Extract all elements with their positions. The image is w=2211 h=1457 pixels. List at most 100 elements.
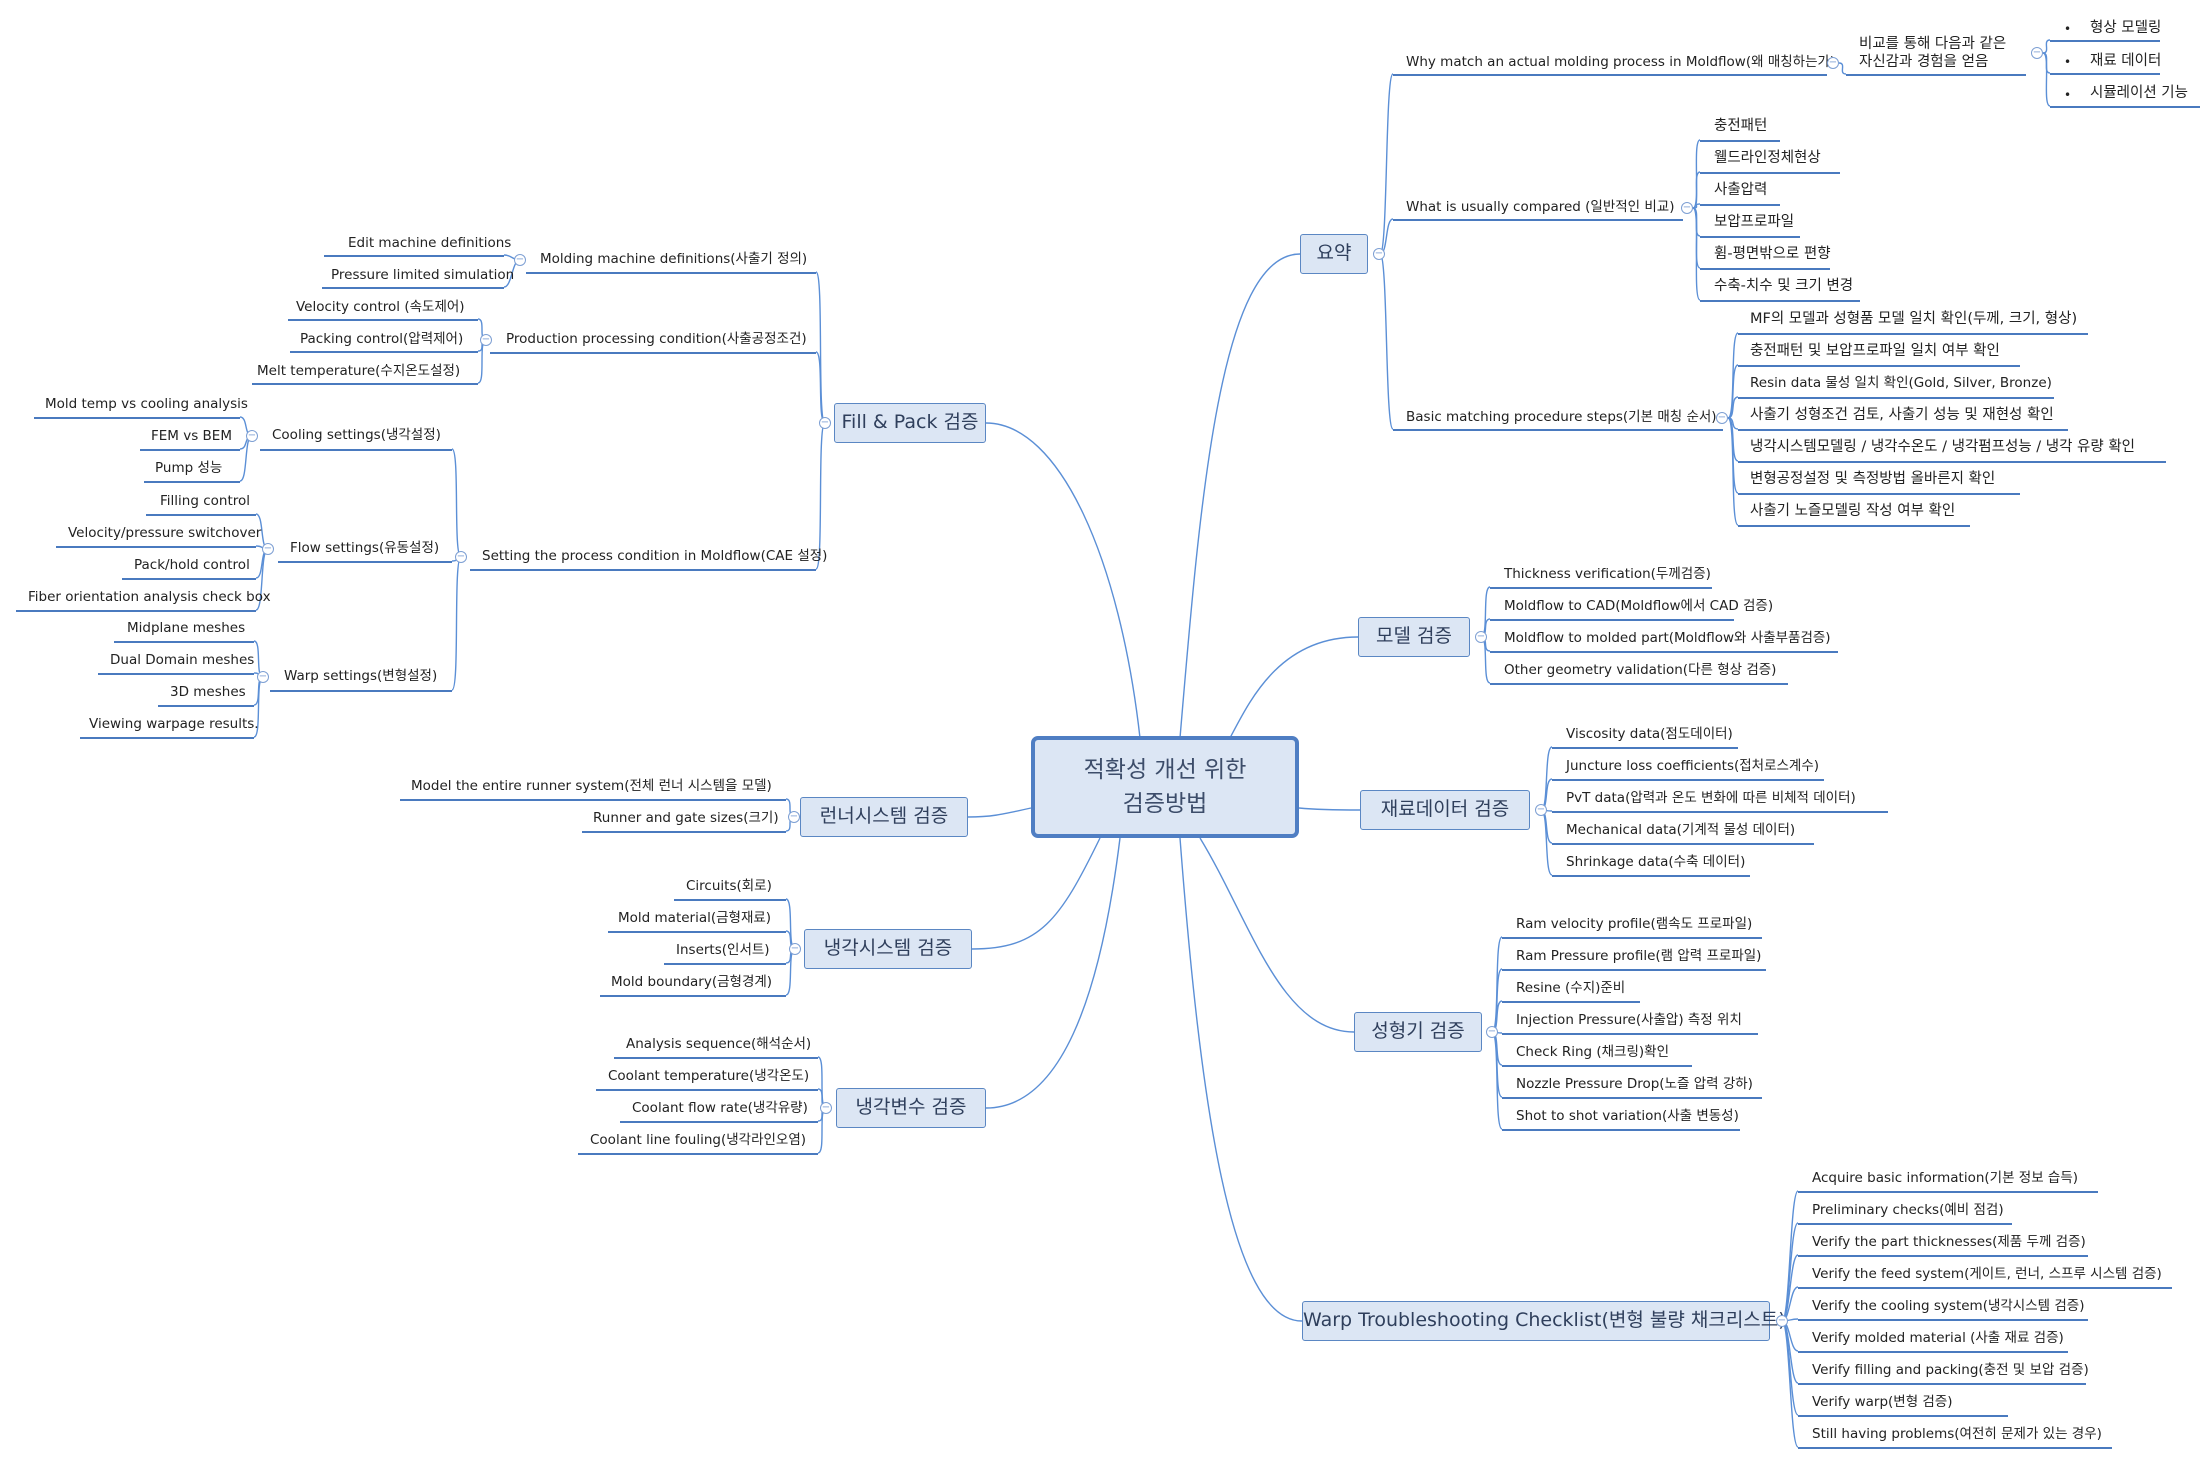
warp-item: Verify molded material (사출 재료 검증) [1812,1330,2064,1346]
compared-underline [1700,172,1840,174]
collapse-toggle-why[interactable]: − [1827,57,1839,69]
connector-warp [1179,837,1303,1322]
cooling-item: Mold material(금형재료) [618,910,772,926]
model-item: Moldflow to molded part(Moldflow와 사출부품검증… [1504,630,1831,646]
collapse-toggle-machine[interactable]: − [1486,1026,1498,1038]
gain-underline [2050,106,2200,108]
compared-underline [1700,140,1780,142]
connector-steps [1727,396,1739,419]
topic-runner-system[interactable]: 런너시스템 검증 [800,797,968,837]
step-underline [1738,493,2020,495]
collapse-toggle-cooling[interactable]: − [789,943,801,955]
collapse-toggle-molding-machine[interactable]: − [514,254,526,266]
collapse-toggle-steps[interactable]: − [1716,412,1728,424]
topic-cooling-variables[interactable]: 냉각변수 검증 [836,1088,986,1128]
production-underline [290,351,478,353]
fillpack-production-underline [490,352,816,354]
machine-item: Check Ring (채크링)확인 [1516,1044,1670,1060]
warp-item: Verify filling and packing(충전 및 보압 검증) [1812,1362,2089,1378]
collapse-toggle-model[interactable]: − [1475,631,1487,643]
machine-underline [1502,937,1762,939]
step-item: 사출기 성형조건 검토, 사출기 성능 및 재현성 확인 [1750,407,2054,423]
connector-compared [1692,171,1701,209]
collapse-toggle-why-sub[interactable]: − [2031,47,2043,59]
material-item: Viscosity data(점도데이터) [1566,726,1733,742]
collapse-toggle-coolvar[interactable]: − [820,1102,832,1114]
material-underline [1552,843,1814,845]
gain-item: 형상 모델링 [2090,20,2162,36]
compared-item: 보압프로파일 [1714,214,1795,230]
compared-underline [1700,268,1830,270]
cooling-settings: Cooling settings(냉각설정) [272,427,441,443]
cooling-setting-underline [34,417,240,419]
coolvar-underline [620,1121,818,1123]
topic-warp-checklist[interactable]: Warp Troubleshooting Checklist(변형 불량 채크리… [1302,1301,1786,1341]
warp-setting-underline [158,705,254,707]
runner-item: Runner and gate sizes(크기) [593,810,779,826]
machine-item: Ram velocity profile(램속도 프로파일) [1516,916,1753,932]
machine-underline [1502,1097,1762,1099]
gain-underline [2050,40,2160,42]
topic-machine-verification[interactable]: 성형기 검증 [1354,1012,1482,1052]
central-topic-line1: 적확성 개선 위한 [1083,757,1247,783]
collapse-toggle-cooling-settings[interactable]: − [246,430,258,442]
collapse-toggle-production[interactable]: − [480,334,492,346]
step-underline [1738,397,2054,399]
machine-item: Resine (수지)준비 [1516,980,1626,996]
cooling-setting-item: Pump 성능 [155,460,223,476]
collapse-toggle-flow-settings[interactable]: − [262,543,274,555]
warp-item: Verify the feed system(게이트, 런너, 스프루 시스템 … [1812,1266,2162,1282]
summary-steps-label: Basic matching procedure steps(기본 매칭 순서) [1406,409,1717,425]
collapse-toggle-runner[interactable]: − [788,811,800,823]
model-underline [1490,651,1838,653]
fillpack-setting: Setting the process condition in Moldflo… [482,548,828,564]
production-underline [288,319,478,321]
collapse-toggle-warp[interactable]: − [1776,1315,1788,1327]
coolvar-underline [614,1057,818,1059]
flow-setting-underline [146,514,256,516]
collapse-toggle-fillpack[interactable]: − [819,417,831,429]
warp-underline [1798,1351,2068,1353]
connector-gains [2042,52,2051,107]
coolvar-item: Analysis sequence(해석순서) [626,1036,812,1052]
model-item: Thickness verification(두께검증) [1504,566,1711,582]
collapse-toggle-setting[interactable]: − [455,551,467,563]
collapse-toggle-summary[interactable]: − [1373,248,1385,260]
topic-cooling-system[interactable]: 냉각시스템 검증 [804,929,972,969]
flow-settings: Flow settings(유동설정) [290,540,440,556]
connector-coolvar-items [817,1107,827,1154]
warp-underline [1798,1287,2172,1289]
coolvar-underline [578,1153,818,1155]
central-topic[interactable]: 적확성 개선 위한 검증방법 [1031,736,1299,838]
collapse-toggle-warp-settings[interactable]: − [257,671,269,683]
connector-machine [1199,837,1355,1033]
fillpack-molding-machine: Molding machine definitions(사출기 정의) [540,251,808,267]
cooling-underline [664,963,786,965]
collapse-toggle-material[interactable]: − [1535,804,1547,816]
connector-setting [451,448,462,558]
machine-item: Nozzle Pressure Drop(노즐 압력 강하) [1516,1076,1753,1092]
connector-fillpack-sub [815,271,826,424]
flow-setting-item: Pack/hold control [134,557,250,573]
topic-summary[interactable]: 요약 [1300,234,1368,274]
coolvar-item: Coolant line fouling(냉각라인오염) [590,1132,807,1148]
bullet-dot: • [2064,55,2072,69]
warp-underline [1798,1223,2012,1225]
connector-setting [451,556,462,691]
connector-production [477,339,487,384]
production-underline [252,383,478,385]
topic-fill-pack[interactable]: Fill & Pack 검증 [834,403,986,443]
warp-item: Verify the part thicknesses(제품 두께 검증) [1812,1234,2086,1250]
coolvar-item: Coolant flow rate(냉각유량) [632,1100,808,1116]
warp-underline [1798,1383,2086,1385]
topic-model-verification[interactable]: 모델 검증 [1358,617,1470,657]
compared-item: 웰드라인정체현상 [1714,150,1821,166]
cooling-settings-underline [260,449,452,451]
cooling-item: Circuits(회로) [686,878,772,894]
summary-compared-label: What is usually compared (일반적인 비교) [1406,199,1675,215]
machine-underline [1502,1033,1758,1035]
collapse-toggle-compared[interactable]: − [1681,202,1693,214]
central-topic-line2: 검증방법 [1122,791,1208,817]
topic-material-data[interactable]: 재료데이터 검증 [1360,790,1530,830]
